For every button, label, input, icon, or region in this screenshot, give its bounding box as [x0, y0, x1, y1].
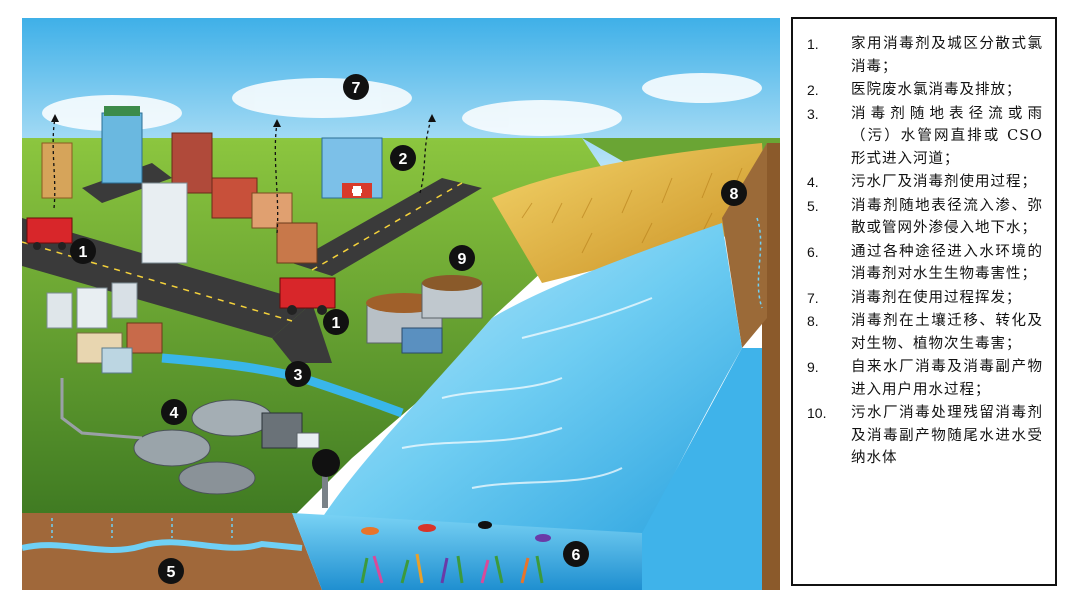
badge-3: 3 — [285, 361, 311, 387]
badge-9: 9 — [449, 245, 475, 271]
svg-text:7: 7 — [352, 80, 361, 97]
legend-number: 2. — [807, 82, 819, 98]
legend-number: 3. — [807, 105, 819, 122]
legend-panel: 1. 家用消毒剂及城区分散式氯消毒； 2. 医院废水氯消毒及排放； 3. 消毒剂… — [791, 17, 1057, 586]
fire-truck-1 — [26, 217, 73, 250]
svg-text:2: 2 — [399, 151, 408, 168]
legend-item-1: 1. 家用消毒剂及城区分散式氯消毒； — [807, 33, 1043, 78]
wheat-field — [492, 143, 767, 283]
legend-text: 污水厂及消毒剂使用过程； — [851, 174, 1037, 190]
legend-item-5: 5. 消毒剂随地表径流入渗、弥散或管网外渗侵入地下水； — [807, 195, 1043, 240]
road-markings — [22, 182, 463, 322]
svg-text:8: 8 — [730, 186, 739, 203]
badge-4: 4 — [161, 399, 187, 425]
svg-text:9: 9 — [458, 251, 467, 268]
badge-1-right: 1 — [323, 309, 349, 335]
svg-text:6: 6 — [572, 547, 581, 564]
legend-text: 污水厂消毒处理残留消毒剂及消毒副产物随尾水进水受纳水体 — [851, 405, 1043, 466]
arrow-heads — [51, 114, 436, 127]
soil-right-face — [722, 143, 767, 348]
legend-number: 1. — [807, 36, 819, 52]
legend-text: 医院废水氯消毒及排放； — [851, 82, 1022, 98]
wastewater-treatment-plant — [133, 399, 320, 495]
disinfectant-pathway-illustration: 1 1 2 3 4 5 6 7 8 9 — [22, 18, 780, 590]
legend-number: 6. — [807, 243, 819, 260]
river-side-face — [642, 348, 762, 590]
legend-text: 消毒剂在土壤迁移、转化及对生物、植物次生毒害； — [851, 313, 1043, 352]
badge-2: 2 — [390, 145, 416, 171]
badge-1-left: 1 — [70, 238, 96, 264]
legend-item-9: 9. 自来水厂消毒及消毒副产物进入用户用水过程； — [807, 356, 1043, 401]
volatilization-arrows — [52, 117, 433, 234]
legend-item-3: 3. 消毒剂随地表径流或雨（污）水管网直排或 CSO 形式进入河道； — [807, 103, 1043, 171]
legend-number: 10. — [807, 405, 827, 421]
legend-text: 消毒剂随地表径流入渗、弥散或管网外渗侵入地下水； — [851, 197, 1043, 237]
legend-item-6: 6. 通过各种途径进入水环境的消毒剂对水生生物毒害性； — [807, 241, 1043, 286]
legend-text: 自来水厂消毒及消毒副产物进入用户用水过程； — [851, 359, 1043, 398]
legend-item-10: 10. 污水厂消毒处理残留消毒剂及消毒副产物随尾水进水受纳水体 — [807, 402, 1043, 470]
legend-text: 消毒剂随地表径流或雨（污）水管网直排或 CSO 形式进入河道； — [851, 105, 1043, 167]
fire-truck-2 — [279, 277, 336, 315]
badge-5: 5 — [158, 558, 184, 584]
legend-number: 5. — [807, 197, 819, 214]
fish — [361, 521, 551, 542]
legend-number: 9. — [807, 359, 819, 375]
legend-item-2: 2. 医院废水氯消毒及排放； — [807, 79, 1043, 102]
hospital-building — [321, 137, 383, 199]
soil-front — [22, 513, 322, 590]
badge-7: 7 — [343, 74, 369, 100]
svg-text:1: 1 — [332, 315, 341, 332]
badge-8: 8 — [721, 180, 747, 206]
badge-6: 6 — [563, 541, 589, 567]
groundwater-stream — [22, 539, 303, 553]
river-water — [322, 223, 742, 538]
legend-text: 家用消毒剂及城区分散式氯消毒； — [851, 36, 1043, 75]
svg-text:1: 1 — [79, 244, 88, 261]
legend-item-4: 4. 污水厂及消毒剂使用过程； — [807, 171, 1043, 194]
svg-text:3: 3 — [294, 367, 303, 384]
legend-number: 7. — [807, 289, 819, 306]
svg-text:4: 4 — [170, 405, 179, 422]
legend-item-8: 8. 消毒剂在土壤迁移、转化及对生物、植物次生毒害； — [807, 310, 1043, 355]
road-vertical — [272, 303, 332, 363]
sewer-pipe — [60, 378, 143, 440]
city-buildings — [41, 106, 318, 374]
legend-number: 8. — [807, 313, 819, 329]
outfall-marker-dot — [312, 449, 340, 477]
legend-item-7: 7. 消毒剂在使用过程挥发； — [807, 287, 1043, 310]
water-treatment-plant — [366, 275, 483, 354]
legend-text: 通过各种途径进入水环境的消毒剂对水生生物毒害性； — [851, 243, 1043, 283]
legend-text: 消毒剂在使用过程挥发； — [851, 289, 1022, 306]
water-ripples — [401, 297, 653, 489]
outfall-pipe — [322, 473, 328, 508]
aquatic-plants — [360, 553, 544, 584]
svg-text:5: 5 — [167, 564, 176, 581]
legend-number: 4. — [807, 174, 819, 190]
